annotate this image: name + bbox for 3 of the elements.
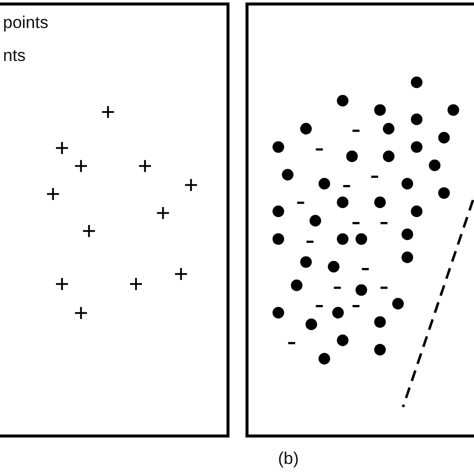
- panel-caption: (b): [278, 450, 299, 467]
- legend-text: nts: [3, 47, 26, 64]
- legend-text: points: [3, 14, 48, 31]
